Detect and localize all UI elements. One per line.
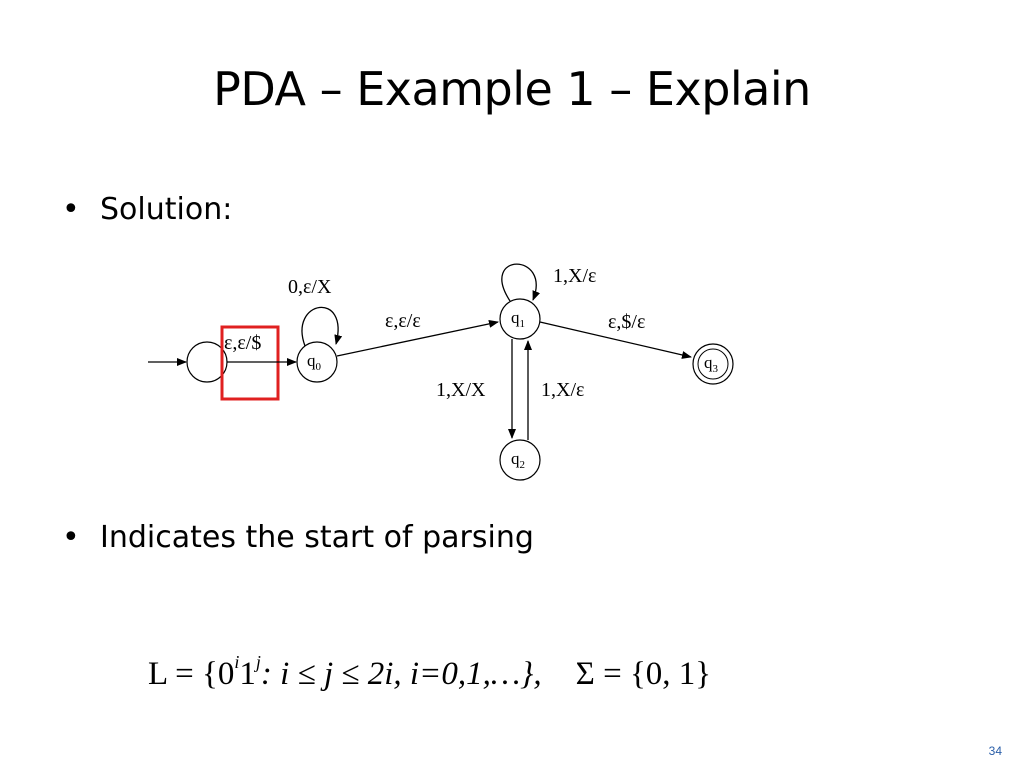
language-definition: L = {0i1j: i ≤ j ≤ 2i, i=0,1,…}, Σ = {0, … bbox=[148, 652, 712, 693]
label-loop-q1: 1,X/ε bbox=[553, 265, 596, 287]
label-loop-q0: 0,ε/X bbox=[288, 276, 332, 298]
label-q2-q1: 1,X/ε bbox=[541, 379, 584, 401]
formula-condition: : i ≤ j ≤ 2i, i=0,1,…}, bbox=[260, 656, 542, 692]
state-q2-label: q2 bbox=[511, 449, 525, 471]
formula-exp-i: i bbox=[234, 652, 240, 672]
bullet-text: Solution: bbox=[100, 192, 233, 227]
state-q0 bbox=[296, 341, 338, 383]
bullet-text: Indicates the start of parsing bbox=[100, 520, 534, 555]
label-q1-q2: 1,X/X bbox=[436, 379, 486, 401]
bullet-dot: • bbox=[62, 520, 80, 555]
page-number: 34 bbox=[988, 744, 1002, 758]
highlight-box bbox=[220, 325, 280, 401]
formula-one: 1 bbox=[239, 656, 256, 692]
loop-q0 bbox=[301, 306, 343, 347]
state-q3-label: q3 bbox=[704, 353, 719, 375]
bullet-solution: • Solution: bbox=[62, 192, 232, 227]
state-q1 bbox=[499, 298, 541, 340]
state-q0-label: q0 bbox=[307, 351, 322, 373]
state-q2 bbox=[499, 439, 541, 481]
state-q1-label: q1 bbox=[511, 308, 525, 330]
formula-exp-j: j bbox=[255, 652, 261, 672]
label-q0-q1: ε,ε/ε bbox=[385, 310, 421, 332]
label-q1-q3: ε,$/ε bbox=[608, 311, 645, 333]
slide-title: PDA – Example 1 – Explain bbox=[213, 62, 811, 116]
state-q3-inner bbox=[697, 348, 729, 380]
loop-q1 bbox=[501, 263, 541, 302]
label-push-dollar: ε,ε/$ bbox=[224, 332, 261, 354]
formula-alphabet: Σ = {0, 1} bbox=[575, 656, 712, 692]
transition-q1-q3 bbox=[539, 321, 692, 359]
bullet-dot: • bbox=[62, 192, 80, 227]
transition-q0-q1 bbox=[336, 319, 499, 357]
bullet-start-of-parsing: • Indicates the start of parsing bbox=[62, 520, 534, 555]
state-q3 bbox=[692, 343, 734, 385]
formula-lhs: L = {0 bbox=[148, 656, 235, 692]
